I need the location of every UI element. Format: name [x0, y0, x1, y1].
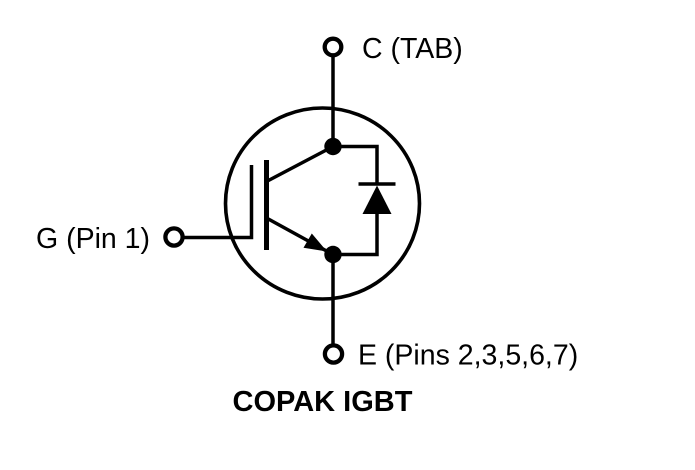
igbt-collector-diagonal [265, 144, 334, 184]
diode-bottom-branch-wire [333, 213, 379, 257]
gate-label: G (Pin 1) [36, 223, 150, 255]
diagram-title: COPAK IGBT [233, 386, 413, 418]
diode-top-branch-wire [333, 144, 379, 184]
emitter-terminal-circle [322, 343, 345, 365]
collector-label: C (TAB) [362, 33, 463, 65]
igbt-emitter-arrowhead [303, 233, 327, 252]
emitter-label: E (Pins 2,3,5,6,7) [358, 340, 578, 372]
gate-terminal-circle [163, 226, 185, 248]
transistor-envelope-circle [223, 106, 422, 301]
gate-electrode [183, 165, 254, 240]
collector-terminal-circle [322, 36, 344, 58]
diode-anode-triangle [362, 185, 392, 214]
